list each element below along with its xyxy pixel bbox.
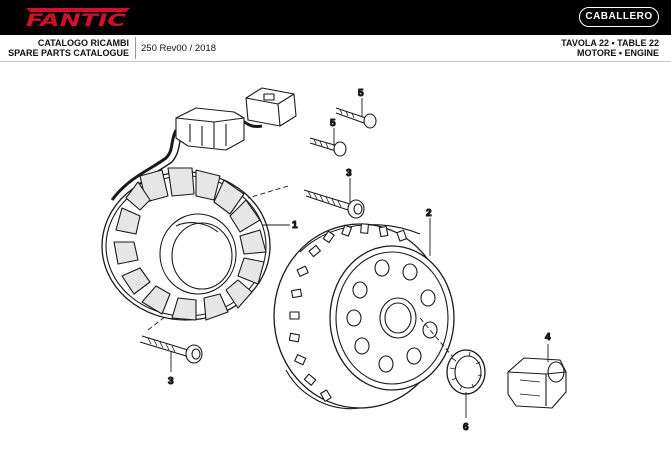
flywheel-part [273,223,455,410]
stator-part [101,87,297,321]
fantic-logo: FANTIC [26,8,130,29]
callout-2: 2 [426,208,432,219]
callout-5-upper: 5 [358,88,364,99]
brand-text: FANTIC [26,11,127,29]
table-info: TAVOLA 22 • TABLE 22 MOTORE • ENGINE [561,38,659,58]
header-bar: FANTIC CABALLERO [0,0,671,35]
model-badge: CABALLERO [579,7,659,27]
callout-3-lower: 3 [168,376,174,387]
callout-4: 4 [545,332,551,343]
catalog-title-en: SPARE PARTS CATALOGUE [8,48,129,58]
bolt-part-upper [303,189,365,219]
callout-1: 1 [292,220,298,231]
bolt-part-lower [139,335,203,364]
leader-lines [147,98,549,418]
table-section: MOTORE • ENGINE [577,48,659,58]
catalog-header: CATALOGO RICAMBI SPARE PARTS CATALOGUE 2… [0,35,671,62]
callout-3-upper: 3 [346,168,352,179]
divider [135,37,136,59]
catalog-title-it: CATALOGO RICAMBI [37,38,129,48]
screw-part-lower [309,137,347,157]
table-number: TAVOLA 22 • TABLE 22 [561,38,659,48]
catalog-title: CATALOGO RICAMBI SPARE PARTS CATALOGUE [0,38,129,58]
exploded-parts-diagram: 5 5 3 1 2 3 4 6 [101,87,567,434]
sleeve-part [507,357,567,409]
callout-6: 6 [463,422,469,433]
callout-5-lower: 5 [330,118,336,129]
flange-nut-part [446,349,486,395]
model-revision: 250 Rev00 / 2018 [141,43,217,54]
screw-part-upper [335,107,377,129]
